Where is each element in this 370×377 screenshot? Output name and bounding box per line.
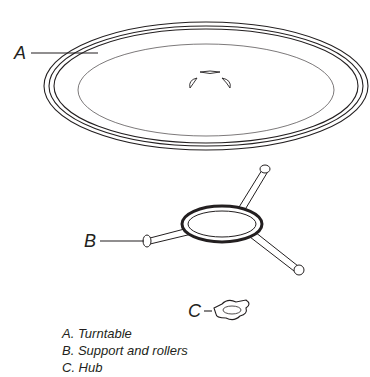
turntable-drawing <box>44 22 368 150</box>
legend-text: C. Hub <box>62 360 102 375</box>
support-roller-drawing <box>143 165 304 275</box>
callout-letter: A <box>14 43 26 64</box>
legend-text: B. Support and rollers <box>62 343 188 358</box>
hub-drawing <box>214 300 249 320</box>
leader-line <box>204 310 212 311</box>
callout-letter: B <box>84 231 96 252</box>
leader-line <box>100 240 144 241</box>
callout-letter: C <box>188 301 201 322</box>
legend-text: A. Turntable <box>62 326 132 341</box>
leader-line <box>31 52 98 53</box>
